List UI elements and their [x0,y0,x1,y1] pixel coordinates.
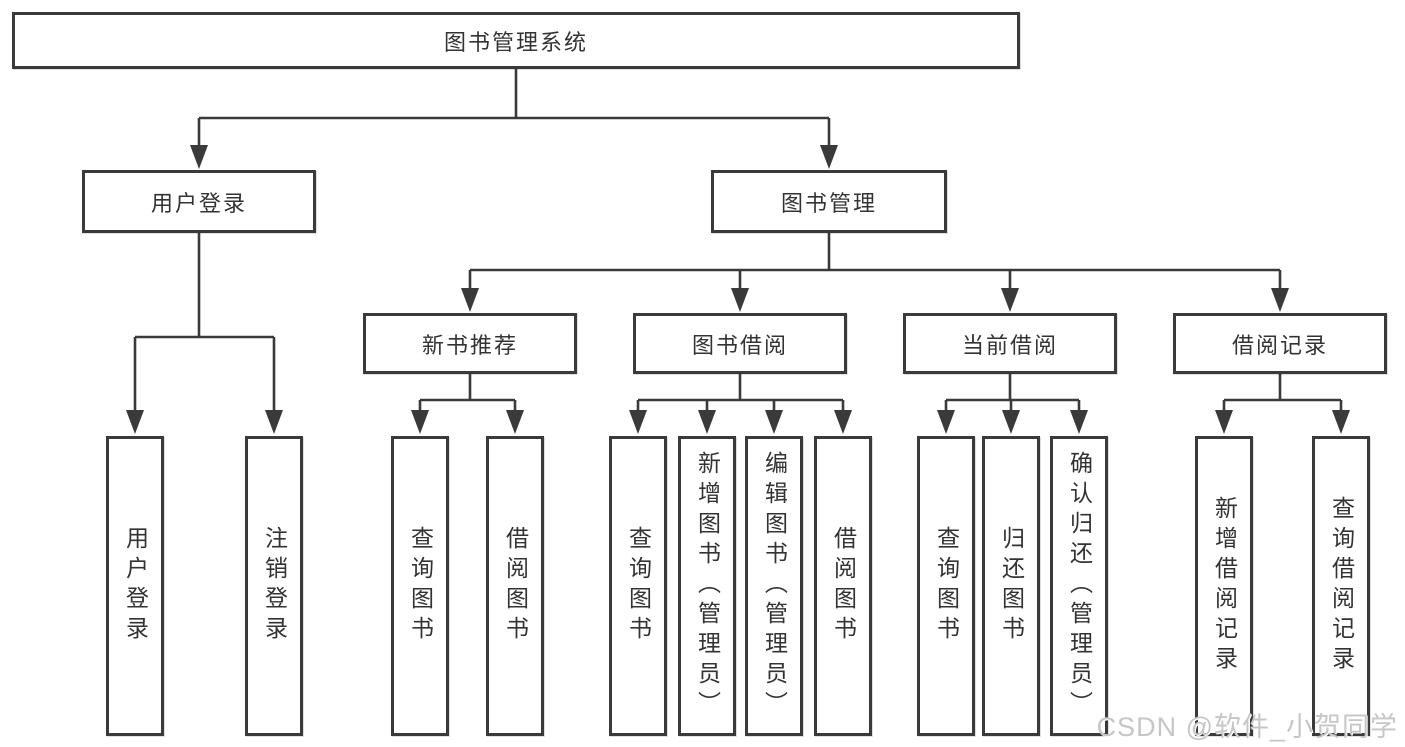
arrow-down-icon [190,145,208,169]
arrow-down-icon [126,410,144,434]
arrow-down-icon [1001,288,1019,312]
node-new-book-recommendation: 新书推荐 [363,313,577,374]
csdn-watermark: CSDN @软件_小贺同学 [1096,712,1398,742]
node-current-borrowing: 当前借阅 [903,313,1117,374]
node-leaf-add-borrow-record: 新增借阅记录 [1195,436,1253,736]
arrow-down-icon [506,410,524,434]
node-leaf-query-books-current: 查询图书 [917,436,975,736]
node-leaf-borrow-books: 借阅图书 [814,436,872,736]
arrow-down-icon [698,410,716,434]
arrow-down-icon [937,410,955,434]
connector-borrow-records-children [1215,374,1350,434]
node-leaf-query-books-recommend: 查询图书 [391,436,449,736]
arrow-down-icon [820,145,838,169]
node-leaf-borrow-books-recommend: 借阅图书 [486,436,544,736]
connector-book-borrow-children [629,374,852,434]
connector-current-borrow-children [937,374,1088,434]
arrow-down-icon [731,288,749,312]
connector-book-management-children [461,233,1289,312]
arrow-down-icon [765,410,783,434]
node-book-borrowing: 图书借阅 [633,313,847,374]
node-leaf-return-books: 归还图书 [982,436,1040,736]
arrow-down-icon [1271,288,1289,312]
node-leaf-query-borrow-record: 查询借阅记录 [1312,436,1370,736]
node-leaf-confirm-return-admin: 确认归还（管理员） [1050,436,1108,736]
node-library-management-system: 图书管理系统 [12,12,1020,69]
node-borrowing-records: 借阅记录 [1173,313,1387,374]
arrow-down-icon [1332,410,1350,434]
node-user-login-branch: 用户登录 [82,170,316,233]
arrow-down-icon [461,288,479,312]
arrow-down-icon [265,410,283,434]
arrow-down-icon [411,410,429,434]
node-book-management-branch: 图书管理 [711,170,947,233]
node-leaf-user-login: 用户登录 [106,436,164,736]
node-leaf-query-books-borrow: 查询图书 [609,436,667,736]
arrow-down-icon [834,410,852,434]
connector-user-login-children [126,233,283,434]
node-leaf-edit-books-admin: 编辑图书（管理员） [745,436,803,736]
arrow-down-icon [1070,410,1088,434]
node-leaf-add-books-admin: 新增图书（管理员） [678,436,736,736]
arrow-down-icon [1002,410,1020,434]
connector-new-book-recommend-children [411,374,524,434]
node-leaf-logout: 注销登录 [245,436,303,736]
connector-root-to-level2 [190,68,838,169]
arrow-down-icon [629,410,647,434]
arrow-down-icon [1215,410,1233,434]
